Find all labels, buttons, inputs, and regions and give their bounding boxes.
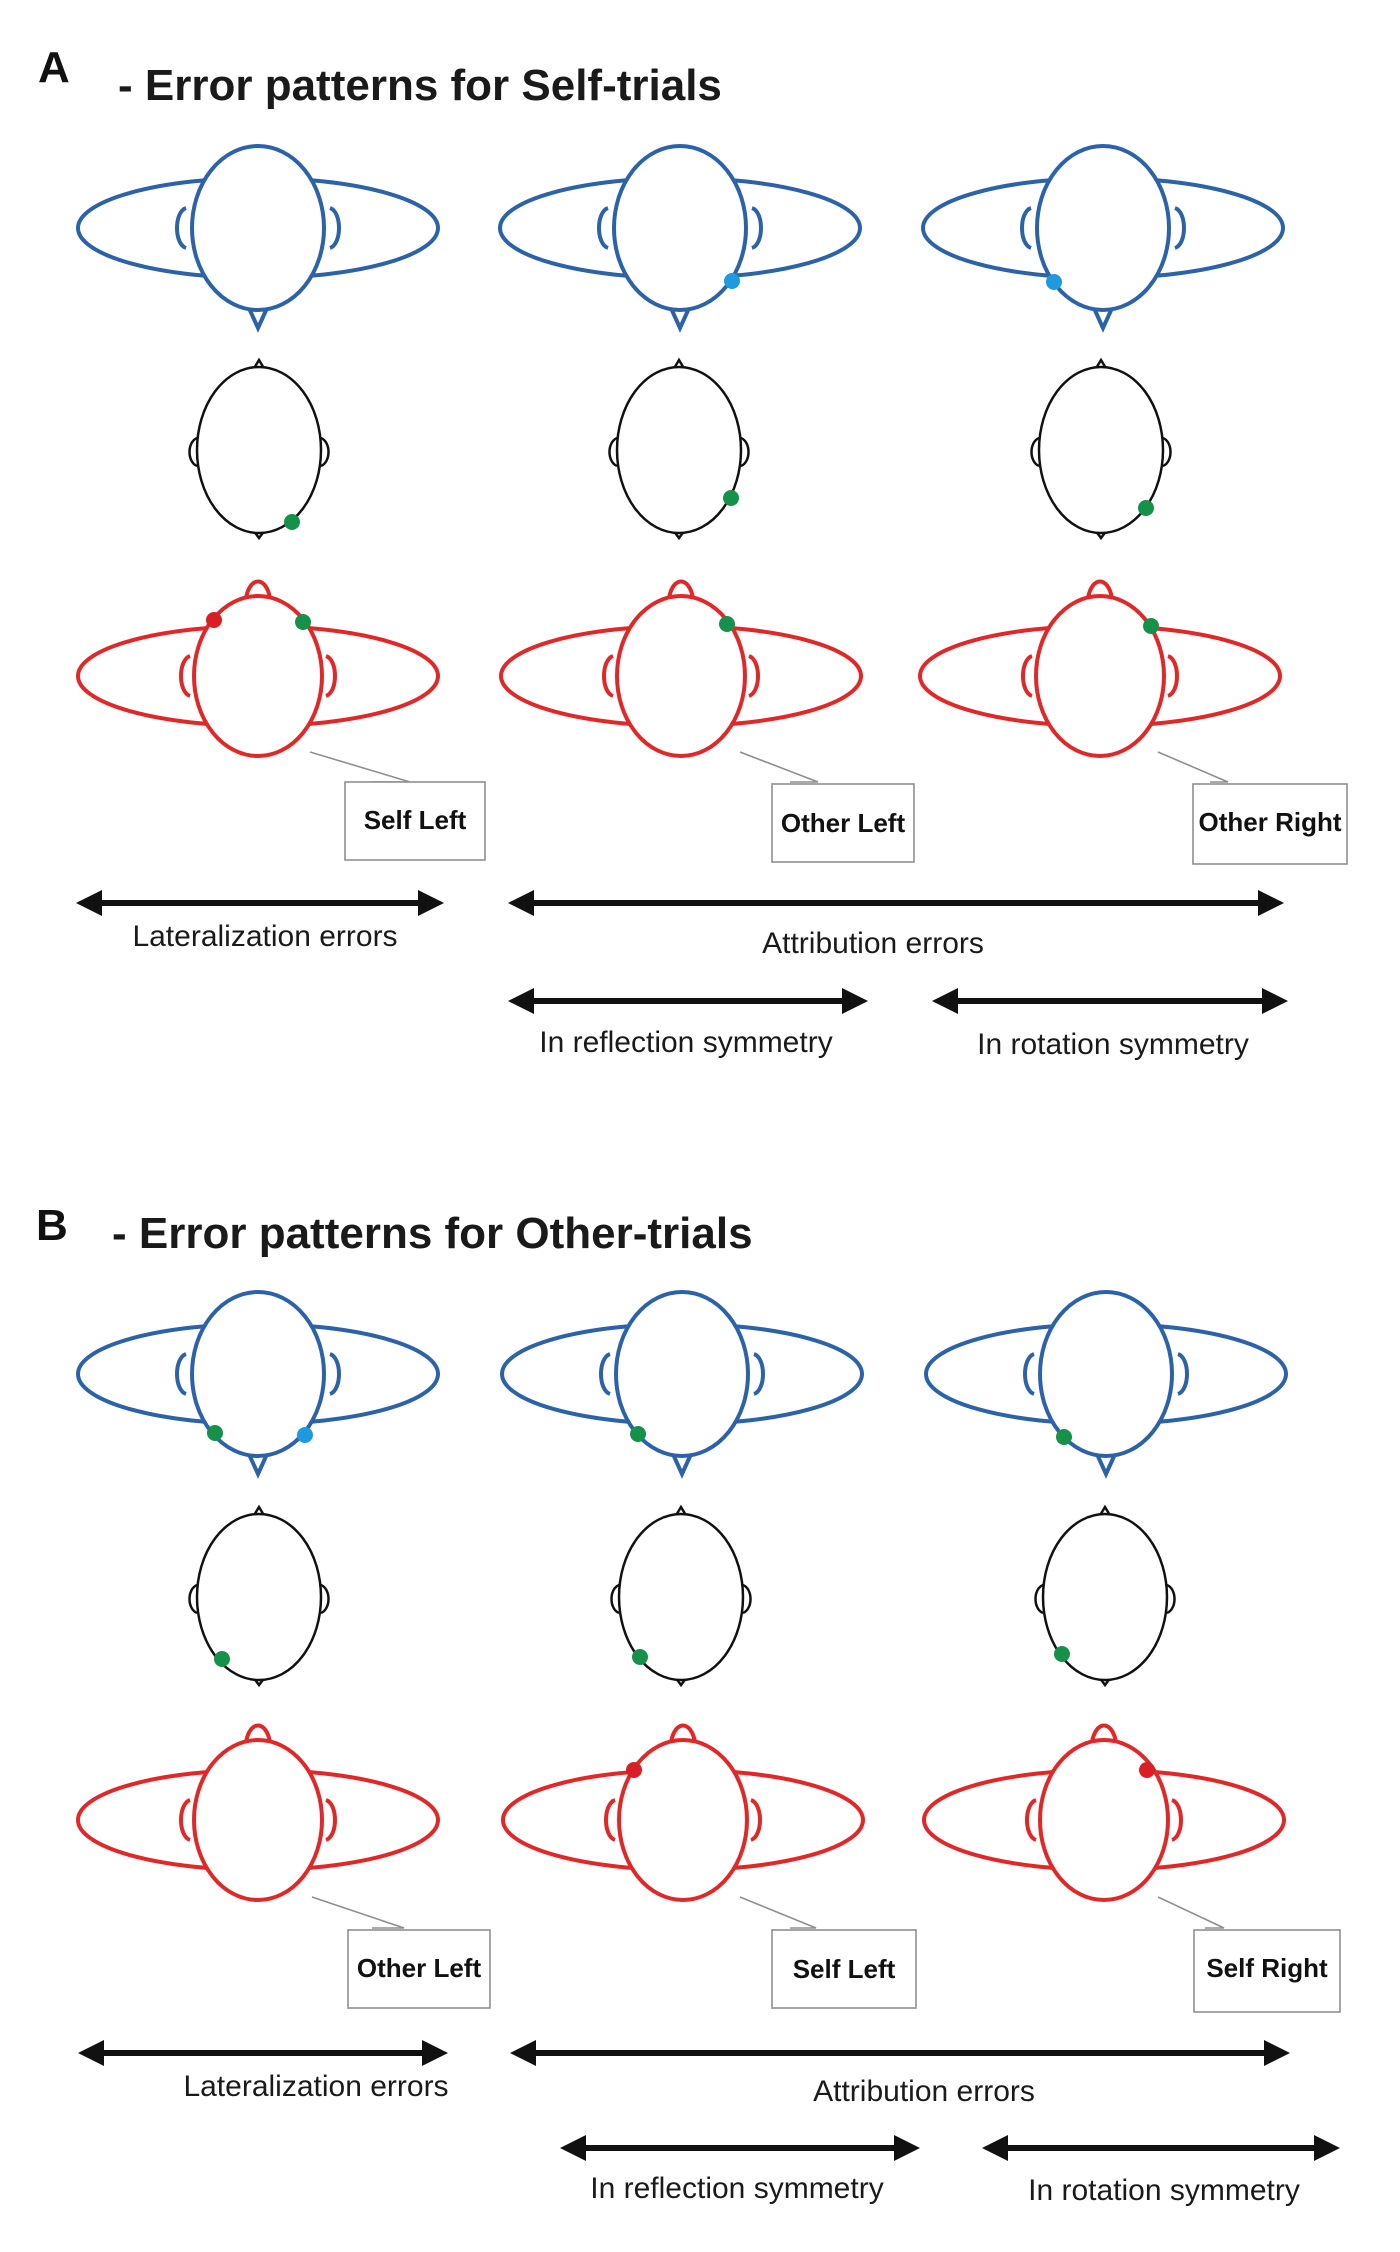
callout-a1: Self Left [309, 751, 486, 861]
callout-label-b2: Self Left [793, 1954, 896, 1984]
green-dot-a1 [284, 514, 300, 530]
green-dot-a1-red [295, 614, 311, 630]
attribution-arrow-b [510, 2040, 1290, 2066]
black-head-b1 [188, 1505, 330, 1687]
callout-b3: Self Right [1157, 1896, 1341, 2013]
rotation-arrow-a [932, 988, 1288, 1014]
red-head-a1 [76, 579, 440, 758]
green-dot-b2-blue [630, 1426, 646, 1442]
reflection-arrow-a [508, 988, 868, 1014]
red-dot-a1 [206, 612, 222, 628]
blue-dot-b1 [297, 1427, 313, 1443]
green-dot-a3 [1138, 500, 1154, 516]
green-dot-b1 [214, 1651, 230, 1667]
callout-label-a3: Other Right [1199, 807, 1342, 837]
green-dot-a2 [723, 490, 739, 506]
panel-letter-a: A [38, 43, 70, 92]
panel-title-a: - Error patterns for Self-trials [118, 61, 722, 110]
blue-head-b3 [924, 1290, 1288, 1476]
panel-b: B - Error patterns for Other-trials Othe… [36, 1201, 1341, 2207]
lateralization-arrow-a [76, 890, 444, 916]
lateralization-label-b: Lateralization errors [183, 2070, 448, 2103]
callout-label-a1: Self Left [364, 805, 467, 835]
rotation-arrow-b [982, 2135, 1340, 2161]
green-dot-a2-red [719, 616, 735, 632]
callout-b1: Other Left [311, 1896, 491, 2009]
callout-b2: Self Left [739, 1896, 917, 2009]
blue-dot-a3 [1046, 274, 1062, 290]
callout-a3: Other Right [1157, 751, 1348, 865]
blue-head-a2 [498, 144, 862, 330]
reflection-arrow-b [560, 2135, 920, 2161]
panel-a: A - Error patterns for Self-trials Self … [38, 43, 1348, 1061]
green-dot-b2 [632, 1649, 648, 1665]
attribution-label-b: Attribution errors [813, 2075, 1035, 2108]
red-head-b1 [76, 1723, 440, 1902]
blue-head-a3 [921, 144, 1285, 330]
red-head-a2 [499, 579, 863, 758]
reflection-label-a: In reflection symmetry [539, 1026, 832, 1059]
rotation-label-a: In rotation symmetry [977, 1028, 1249, 1061]
blue-head-b1 [76, 1290, 440, 1476]
panel-title-b: - Error patterns for Other-trials [112, 1209, 753, 1258]
rotation-label-b: In rotation symmetry [1028, 2174, 1300, 2207]
blue-head-b2 [500, 1290, 864, 1476]
lateralization-label-a: Lateralization errors [132, 920, 397, 953]
callout-label-a2: Other Left [781, 808, 906, 838]
black-head-a2 [608, 358, 750, 540]
blue-head-a1 [76, 144, 440, 330]
callout-a2: Other Left [739, 751, 915, 863]
red-head-a3 [918, 579, 1282, 758]
callout-label-b3: Self Right [1206, 1953, 1328, 1983]
callout-label-b1: Other Left [357, 1953, 482, 1983]
lateralization-arrow-b [78, 2040, 448, 2066]
red-dot-b2 [626, 1762, 642, 1778]
reflection-label-b: In reflection symmetry [590, 2172, 883, 2205]
black-head-a1 [188, 358, 330, 540]
green-dot-b3-blue [1056, 1429, 1072, 1445]
red-head-b3 [922, 1723, 1286, 1902]
green-dot-b3 [1054, 1646, 1070, 1662]
blue-dot-a2 [724, 273, 740, 289]
green-dot-b1-blue [207, 1425, 223, 1441]
red-dot-b3 [1139, 1762, 1155, 1778]
attribution-arrow-a [508, 890, 1284, 916]
panel-letter-b: B [36, 1201, 68, 1250]
red-head-b2 [501, 1723, 865, 1902]
attribution-label-a: Attribution errors [762, 927, 984, 960]
green-dot-a3-red [1143, 618, 1159, 634]
